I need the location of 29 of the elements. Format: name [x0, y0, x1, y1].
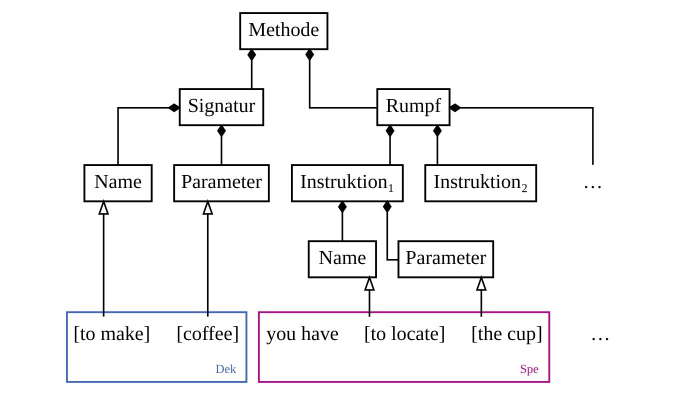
node-box: Methode: [238, 12, 328, 50]
connector: [246, 48, 256, 89]
connector: [304, 48, 377, 109]
arrow: [202, 199, 213, 317]
node-box: Name: [82, 164, 152, 202]
node-box: Parameter: [397, 240, 494, 278]
label: …: [590, 322, 610, 345]
node-box: Signatur: [178, 88, 264, 126]
node-text: [to make]: [72, 322, 150, 345]
node-text: …: [582, 170, 602, 193]
node-box: Rumpf: [376, 88, 450, 126]
node-box: Instruktion₁: [290, 164, 404, 202]
node-box: Parameter: [172, 164, 270, 202]
arrow: [475, 274, 486, 317]
node-text: [coffee]: [176, 322, 239, 345]
node-text: [to locate]: [364, 322, 445, 345]
connector: [216, 124, 226, 165]
arrow: [363, 274, 374, 317]
connector: [432, 124, 442, 165]
connector: [448, 103, 594, 165]
node-box: Instruktion₂: [424, 164, 537, 202]
connector: [116, 103, 180, 165]
node-text: [the cup]: [470, 322, 542, 345]
node-text: you have: [266, 322, 338, 345]
node-box: Name: [307, 240, 376, 278]
connector: [382, 200, 398, 261]
connector: [385, 124, 394, 165]
arrow: [98, 199, 109, 317]
connector: [337, 200, 346, 241]
